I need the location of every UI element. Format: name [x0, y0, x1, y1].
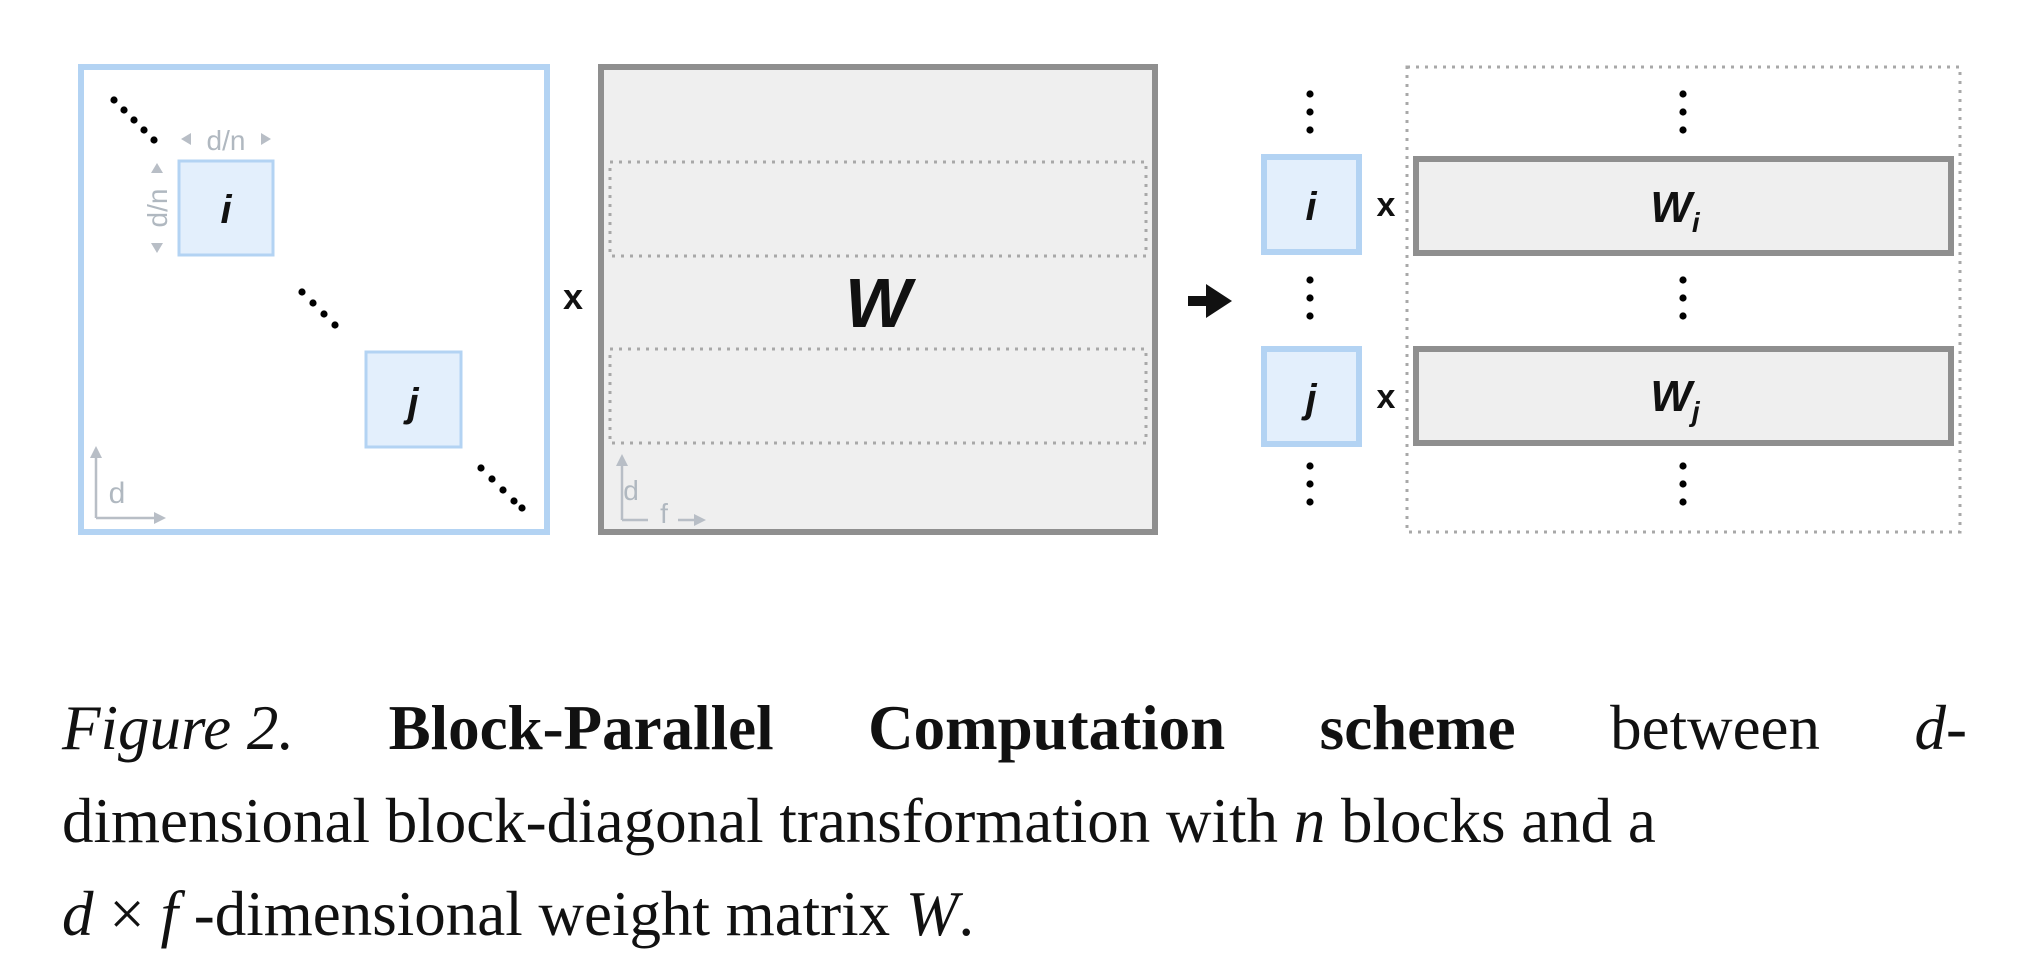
- caption-line-3: d × f -dimensional weight matrix W.: [62, 868, 1967, 961]
- caption-between: between: [1610, 693, 1820, 763]
- caption-line3-d: d: [62, 879, 94, 949]
- block-size-label-v: d/n: [142, 189, 173, 228]
- caption-line3-a: -dimensional weight matrix: [193, 879, 891, 949]
- block-j-label: j: [402, 381, 419, 425]
- figure-caption: Figure 2. Block-Parallel Computation sch…: [62, 682, 1967, 961]
- weight-matrix: W d f: [598, 64, 1158, 535]
- product-row-j: j x Wj: [1261, 346, 1954, 447]
- diagonal-dots-top: [110, 96, 158, 144]
- result-block-i: [1261, 154, 1362, 255]
- result-multiply-j: x: [1377, 378, 1396, 416]
- block-parallel-result: i x Wi j x Wj: [1261, 65, 1962, 534]
- multiply-symbol: x: [563, 276, 583, 317]
- svg-text:Wj: Wj: [1650, 372, 1701, 427]
- block-i-label: i: [220, 188, 232, 232]
- block-diag-axis: d: [90, 446, 166, 524]
- caption-line2-b: blocks and a: [1340, 786, 1656, 856]
- product-row-i: i x Wi: [1261, 154, 1954, 256]
- weight-slices-frame: [1405, 65, 1962, 534]
- caption-line-2: dimensional block-diagonal transformatio…: [62, 775, 1967, 868]
- caption-line3-W: W: [905, 879, 959, 949]
- block-diag-axis-label: d: [109, 477, 126, 510]
- weight-slice-j-label: W: [1650, 372, 1695, 421]
- weight-matrix-label: W: [845, 264, 917, 342]
- weight-slice-i: [1413, 156, 1954, 256]
- svg-text:Wi: Wi: [1650, 183, 1701, 238]
- diagonal-dots-middle: [298, 288, 339, 329]
- block-i: i: [177, 159, 275, 257]
- result-block-j: [1261, 346, 1362, 447]
- weight-axis: d f: [616, 454, 706, 529]
- weight-axis-label-d: d: [623, 475, 639, 506]
- caption-n-symbol: n: [1293, 786, 1326, 856]
- caption-d-symbol: d: [1914, 693, 1947, 763]
- weight-slice-j-subscript: j: [1688, 396, 1701, 427]
- ellipsis-column-weights: [1679, 90, 1687, 506]
- weight-slice-i-label: W: [1650, 183, 1695, 232]
- caption-line2-a: dimensional block-diagonal transformatio…: [62, 786, 1278, 856]
- caption-line3-times: ×: [109, 879, 145, 949]
- result-arrow: [1188, 284, 1232, 318]
- caption-title-word-2: Computation: [868, 693, 1226, 763]
- caption-title-word-1: Block-Parallel: [388, 693, 774, 763]
- ellipsis-column-blocks: [1306, 90, 1314, 506]
- caption-line-1: Figure 2. Block-Parallel Computation sch…: [62, 682, 1967, 775]
- caption-figure-label: Figure 2.: [62, 693, 295, 763]
- caption-line3-end: .: [958, 879, 975, 949]
- block-diagonal-matrix: i j d/n d/n d: [78, 64, 550, 535]
- block-size-annotation-horizontal: d/n: [181, 125, 271, 156]
- result-multiply-i: x: [1377, 186, 1396, 224]
- caption-title-word-3: scheme: [1319, 693, 1516, 763]
- block-j: j: [364, 350, 463, 449]
- block-size-label-h: d/n: [207, 125, 246, 156]
- weight-axis-label-f: f: [660, 498, 668, 529]
- caption-d-dash: d-: [1915, 682, 1967, 775]
- block-parallel-diagram: i j d/n d/n d x W: [78, 64, 1962, 535]
- caption-dash: -: [1946, 693, 1967, 763]
- diagonal-dots-bottom: [477, 464, 526, 512]
- result-block-j-label: j: [1300, 377, 1317, 421]
- weight-slice-i-subscript: i: [1692, 207, 1701, 238]
- caption-line3-f: f: [160, 879, 179, 949]
- weight-slice-j: [1413, 346, 1954, 446]
- result-block-i-label: i: [1305, 185, 1317, 229]
- block-size-annotation-vertical: d/n: [142, 163, 173, 253]
